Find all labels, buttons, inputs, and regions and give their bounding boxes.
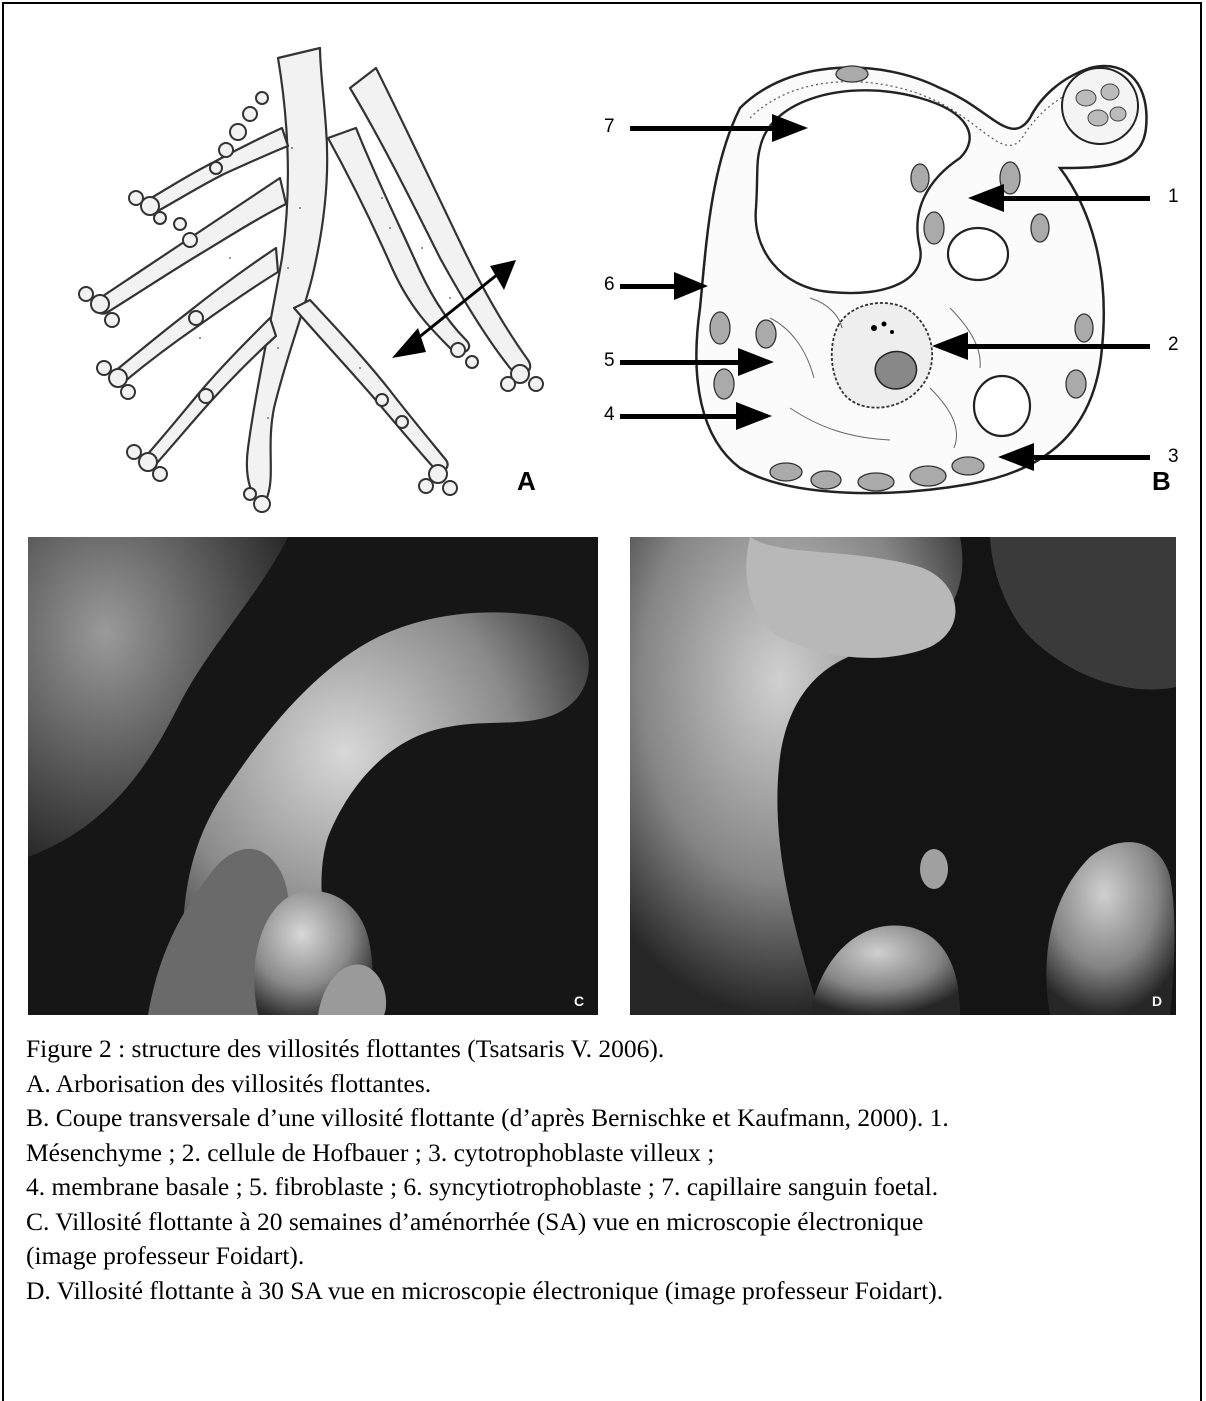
caption-line-b-cont1: Mésenchyme ; 2. cellule de Hofbauer ; 3.…	[26, 1136, 1186, 1171]
label-4: 4	[604, 404, 615, 426]
panel-b-letter: B	[1152, 466, 1171, 497]
panel-a-letter: A	[517, 466, 536, 497]
caption-line-d: D. Villosité flottante à 30 SA vue en mi…	[26, 1274, 1186, 1309]
label-6: 6	[604, 274, 615, 296]
panel-d-micrograph: D	[630, 537, 1176, 1015]
panel-c-micrograph: C	[28, 537, 598, 1015]
caption-line-c: C. Villosité flottante à 20 semaines d’a…	[26, 1205, 1186, 1240]
label-7: 7	[604, 116, 615, 138]
caption-line-b-cont2: 4. membrane basale ; 5. fibroblaste ; 6.…	[26, 1170, 1186, 1205]
figure-caption: Figure 2 : structure des villosités flot…	[26, 1032, 1186, 1308]
label-5: 5	[604, 350, 615, 372]
panel-a-villous-tree: A	[30, 28, 570, 528]
panel-d-letter: D	[1152, 993, 1162, 1009]
label-3: 3	[1168, 446, 1179, 468]
caption-line-a: A. Arborisation des villosités flottante…	[26, 1067, 1186, 1102]
panel-c-letter: C	[574, 993, 584, 1009]
caption-line-c-cont: (image professeur Foidart).	[26, 1239, 1186, 1274]
panel-b-cross-section: 7 1 6 2 5 4 3 B	[590, 28, 1195, 528]
caption-line-b: B. Coupe transversale d’une villosité fl…	[26, 1101, 1186, 1136]
caption-title: Figure 2 : structure des villosités flot…	[26, 1032, 1186, 1067]
label-2: 2	[1168, 334, 1179, 356]
label-1: 1	[1168, 186, 1179, 208]
